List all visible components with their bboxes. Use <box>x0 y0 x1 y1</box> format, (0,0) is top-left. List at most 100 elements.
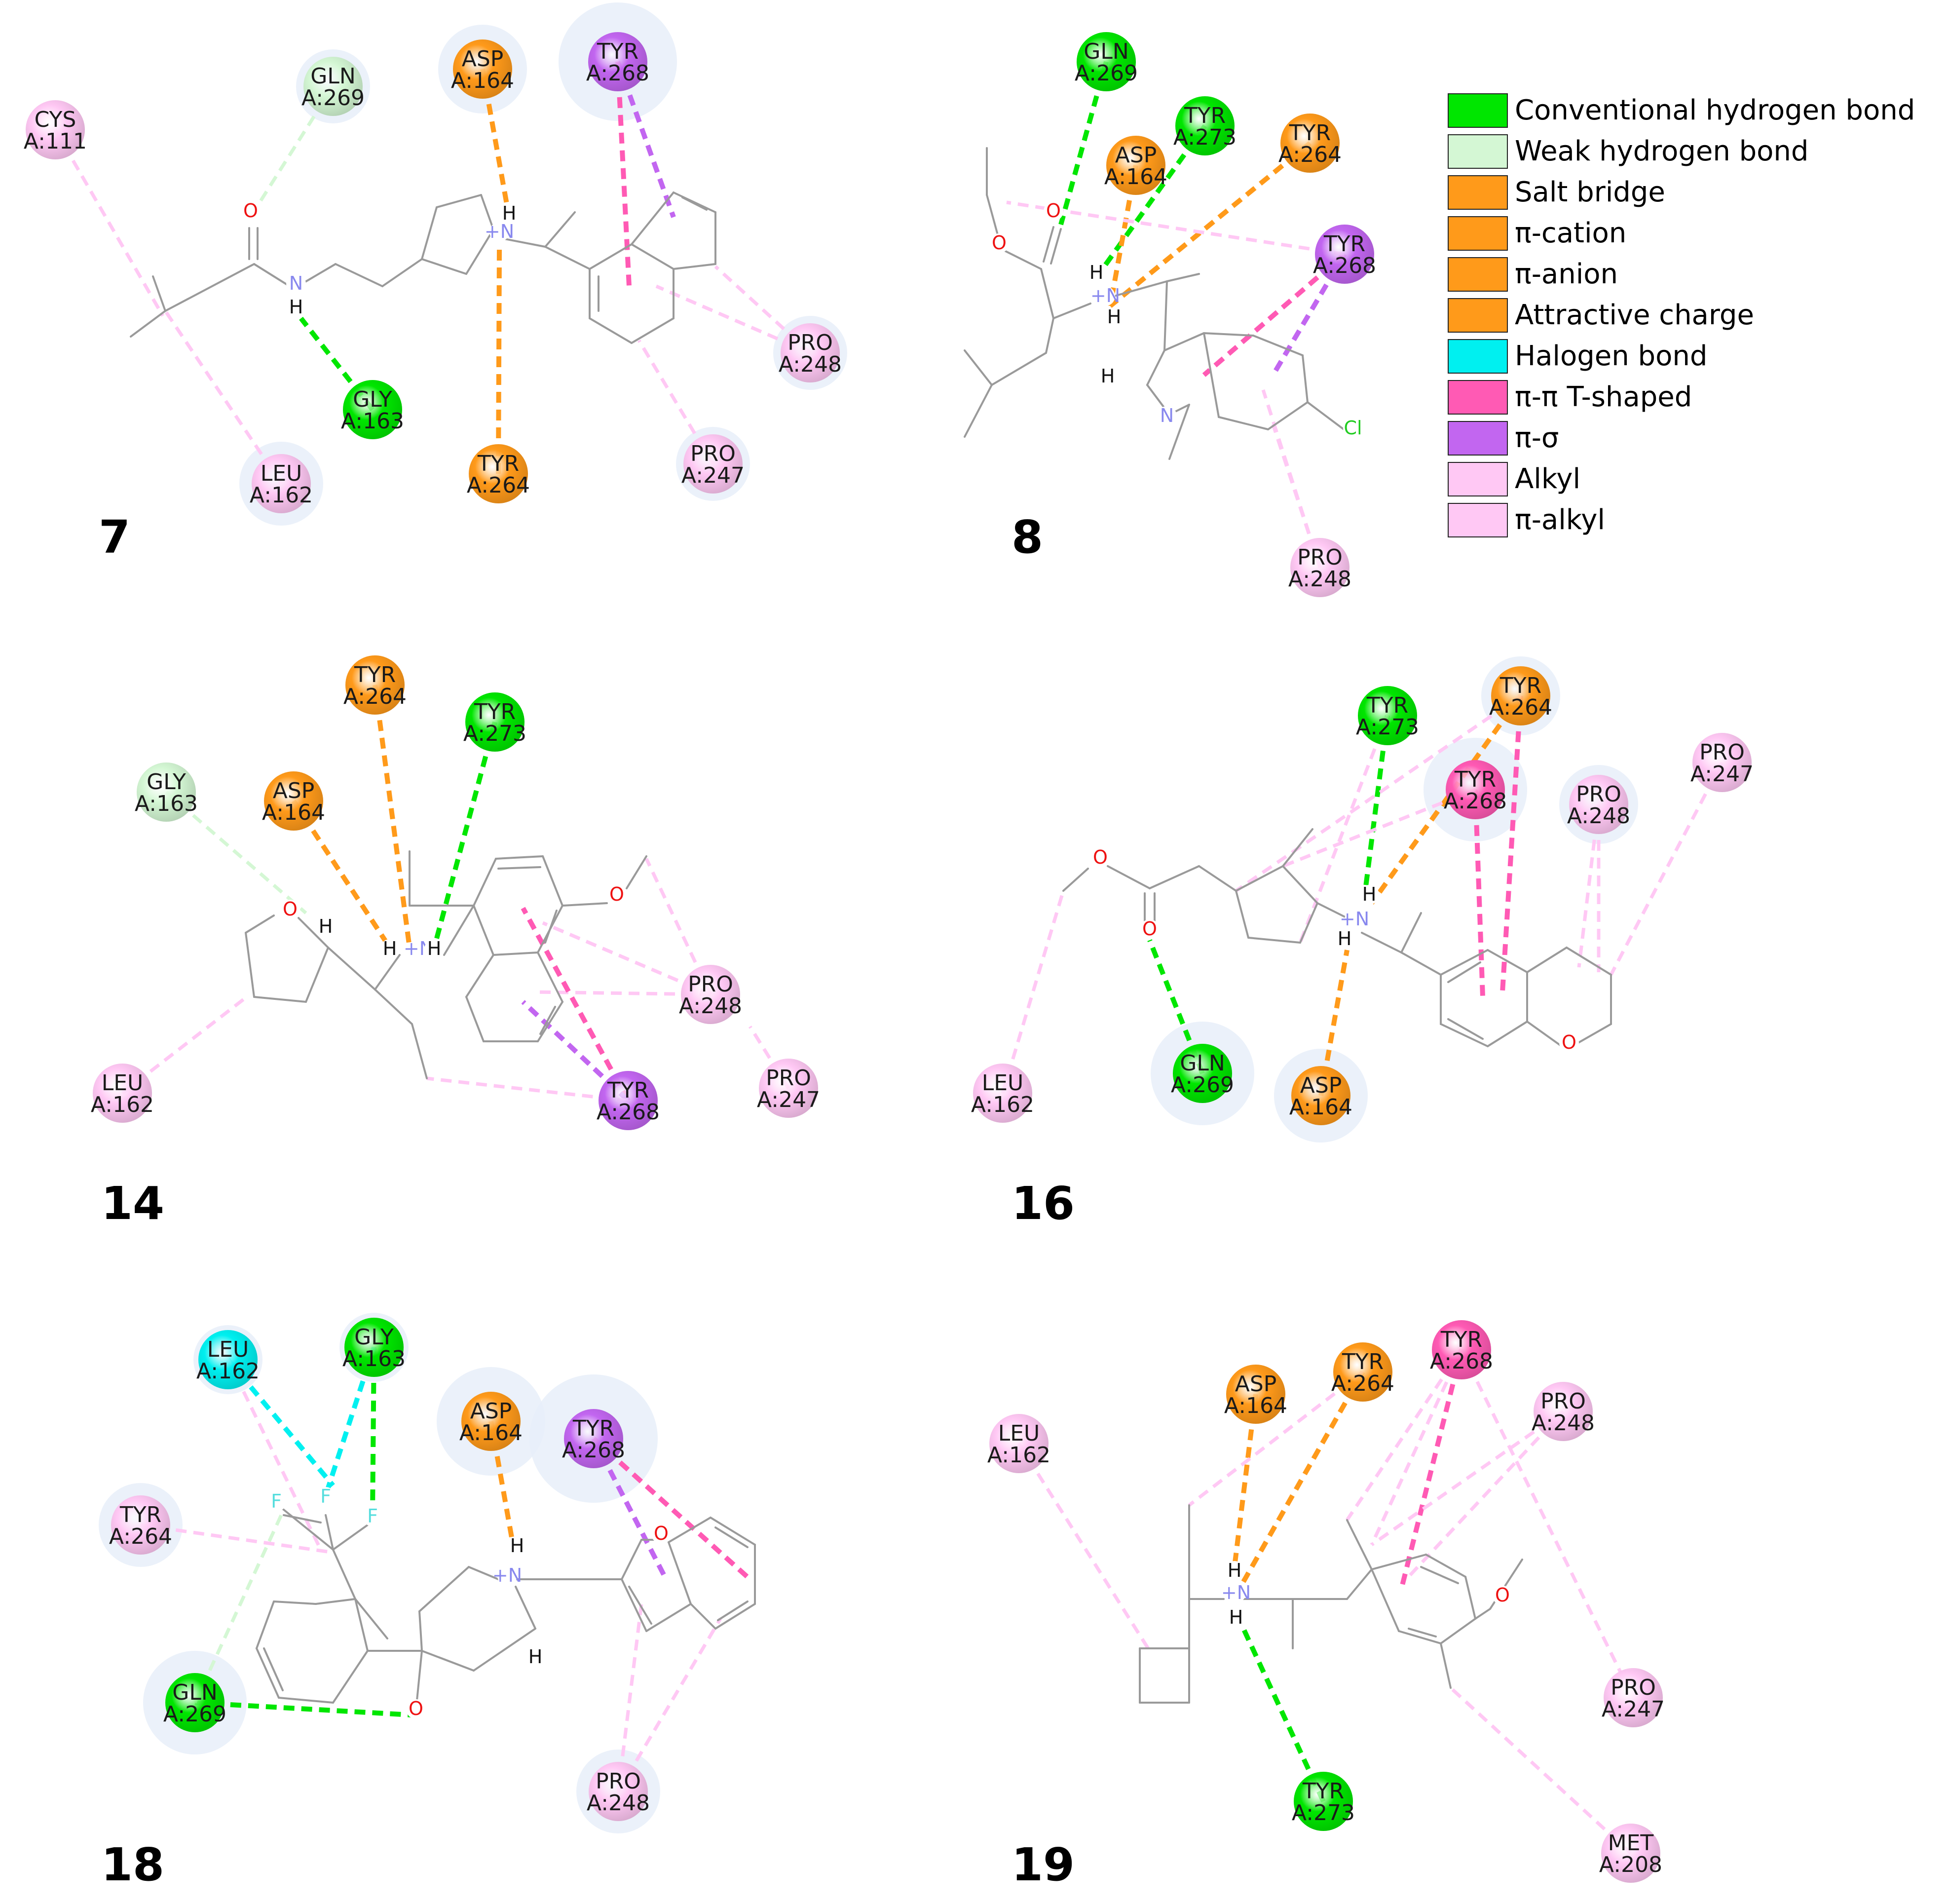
panel-18-residue-number: A:268 <box>562 1438 625 1463</box>
panel-18-ligand-bond <box>332 1549 356 1600</box>
panel-8-atom-hydrogen: H <box>1107 306 1122 328</box>
panel-14-atom-oxygen: O <box>283 898 298 920</box>
legend-item: π-π T-shaped <box>1448 380 1692 415</box>
panel-16-ligand-bond <box>1526 947 1568 973</box>
panel-7-atom-hydrogen: H <box>289 296 303 318</box>
panel-8-atom-bg <box>1098 367 1118 386</box>
panel-8-ligand-bond <box>1001 248 1042 270</box>
panel-8-ligand-bond <box>1252 335 1304 356</box>
panel-16-residue-disc <box>1173 1044 1232 1103</box>
panel-16-ligand-bond <box>1440 949 1489 976</box>
panel-16-atom-oxygen: O <box>1142 918 1157 940</box>
panel-7-residue-number: A:264 <box>467 473 530 498</box>
panel-14-ligand-bond <box>537 952 563 1003</box>
panel-14-ligand-bond <box>374 954 401 990</box>
panel-18-ligand-bond <box>256 1600 275 1649</box>
panel-18-ligand-bond <box>416 1650 423 1701</box>
panel-19-ligand-bond <box>1398 1630 1442 1644</box>
panel-19-atom-hydrogen: H <box>1228 1560 1242 1581</box>
panel-8-ligand-bond <box>1168 404 1190 460</box>
panel-8-residue-name: PRO <box>1297 545 1343 570</box>
legend-swatch <box>1448 421 1508 456</box>
panel-8-ligand-bond <box>1163 280 1168 351</box>
panel-19-ligand: H+NHO <box>1139 1504 1523 1704</box>
panel-14-residue-number: A:164 <box>262 800 325 825</box>
panel-18-atom-fluorine: F <box>271 1490 282 1512</box>
panel-8-atom-oxygen: O <box>992 232 1007 254</box>
panel-8-ligand-bond <box>1307 401 1348 433</box>
panel-18-atom-hydrogen: H <box>510 1535 525 1557</box>
legend-label: Halogen bond <box>1515 340 1707 372</box>
panel-14-ligand-bond <box>473 858 497 907</box>
panel-14-ligand-bond <box>495 855 544 860</box>
panel-14-residue-name: ASP <box>273 778 315 803</box>
panel-7-residue-name: PRO <box>690 441 736 466</box>
panel-14-ligand-bond <box>443 905 475 956</box>
panel-8-residue-disc <box>1106 136 1165 195</box>
panel-18-residue-name: LEU <box>207 1337 249 1362</box>
panel-18-atom-bg <box>406 1699 426 1719</box>
panel-18-ligand-bond <box>621 1578 647 1632</box>
panel-18-ligand-bond <box>645 1603 692 1632</box>
panel-14-ligand-bond <box>537 1001 563 1042</box>
legend-swatch <box>1448 216 1508 251</box>
panel-7-atom-bg <box>489 222 509 242</box>
panel-14-ligand-bond <box>465 996 485 1042</box>
panel-18-ligand-bond <box>710 1517 756 1546</box>
panel-18-atom-bg <box>266 1492 286 1512</box>
panel-14-ligand-bond <box>492 952 539 956</box>
panel-18-atom-bg <box>525 1647 545 1667</box>
panel-14-interaction-pipi-tyr-268 <box>521 907 631 1102</box>
panel-7-atom-hydrogen: H <box>502 202 517 224</box>
panel-16-ligand-bond <box>1282 828 1313 867</box>
panel-8-atom-oxygen: O <box>1046 200 1061 222</box>
panel-19-interaction-conventional-tyr-273 <box>1241 1627 1326 1803</box>
panel-19-residue-disc <box>1226 1365 1285 1424</box>
panel-18-ligand-double-bond <box>717 1600 749 1621</box>
panel-18-ligand-bond <box>280 1507 334 1551</box>
panel-19-atom-oxygen: O <box>1495 1584 1510 1606</box>
panel-7-atom-nitrogen: +N <box>485 221 514 242</box>
panel-8-residue-name: TYR <box>1184 103 1226 128</box>
panel-16-ligand-double-bond <box>1447 961 1481 983</box>
panel-16-residue-name: GLN <box>1180 1051 1225 1076</box>
panel-19-interaction-orange-tyr-264 <box>1241 1371 1365 1583</box>
panel-19-residue-name: PRO <box>1611 1675 1656 1700</box>
panel-8-residue-disc <box>1175 96 1235 155</box>
panel-14-atom-bg <box>607 885 627 905</box>
panel-18-atom-bg <box>507 1536 527 1556</box>
panel-18-ligand-double-bond <box>714 1526 749 1548</box>
panel-8-atom-bg <box>1044 201 1063 221</box>
panel-18-ligand-double-bond <box>263 1647 284 1691</box>
panel-19-ligand-bond <box>1440 1618 1476 1644</box>
panel-19-residue-number: A:273 <box>1292 1800 1355 1826</box>
panel-8-interaction-pipi-tyr-268 <box>1202 252 1347 377</box>
panel-14-interaction-weak-gly-163 <box>165 791 307 914</box>
panel-18-ligand-bond <box>473 1628 536 1672</box>
panel-16-residue-disc <box>1692 733 1752 792</box>
panel-16-ligand-bond <box>1361 932 1402 953</box>
panel-8-ligand-bond <box>991 352 1047 386</box>
panel-7-residue-name: LEU <box>261 461 302 486</box>
panel-14-atom-oxygen: O <box>609 883 624 905</box>
panel-18-ligand-bond <box>256 1647 280 1699</box>
panel-7-ligand-bond <box>631 191 675 245</box>
panel-16-ligand-bond <box>1299 902 1318 944</box>
panel-14-interaction-conventional-tyr-273 <box>432 721 497 949</box>
panel-7-residue-number: A:163 <box>341 409 404 434</box>
panel-7-ligand-bond <box>465 228 494 275</box>
panel-18-ligand-bond <box>332 1650 369 1704</box>
panel-14-residue-name: GLY <box>147 769 186 795</box>
panel-7-ligand-bond <box>130 310 166 338</box>
panel-16-atom-hydrogen: H <box>1338 928 1352 950</box>
